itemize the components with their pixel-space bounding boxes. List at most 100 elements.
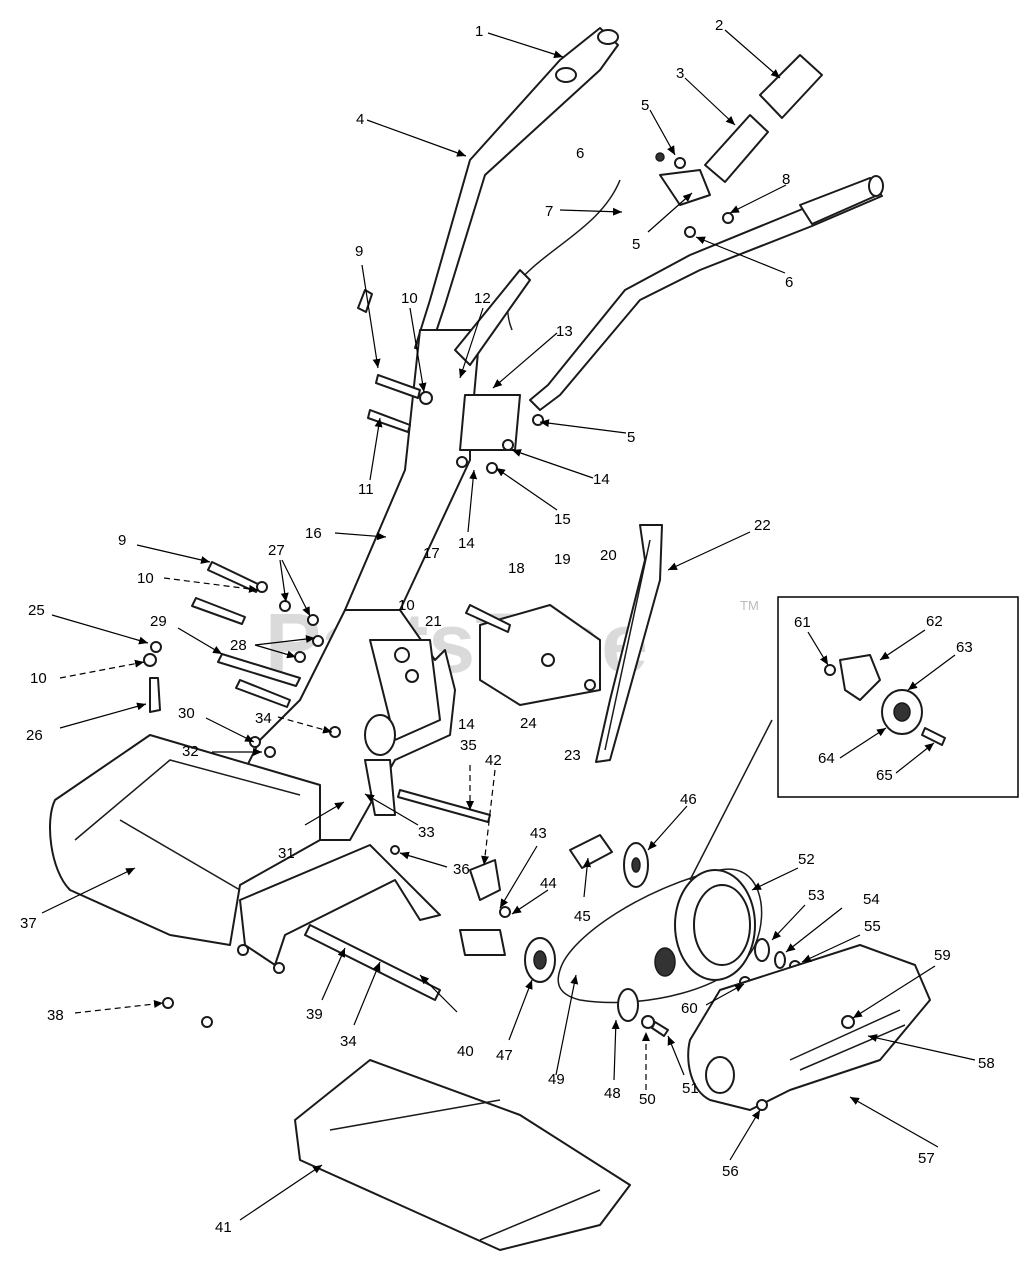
callout-59: 59 bbox=[934, 947, 951, 964]
upper-bolts bbox=[357, 289, 433, 433]
cable-line bbox=[689, 719, 773, 881]
top-hardware bbox=[532, 152, 734, 426]
callout-54: 54 bbox=[863, 891, 880, 908]
callout-17: 17 bbox=[423, 545, 440, 562]
callout-40: 40 bbox=[457, 1043, 474, 1060]
callout-18: 18 bbox=[508, 560, 525, 577]
hairpin-clip bbox=[162, 997, 213, 1028]
frame-bolts bbox=[143, 561, 341, 758]
shield-flap bbox=[294, 1059, 631, 1251]
large-pulley bbox=[654, 869, 756, 981]
callout-10b: 10 bbox=[137, 570, 154, 587]
left-tine-shield bbox=[49, 734, 321, 956]
callout-5b: 5 bbox=[632, 236, 640, 253]
callout-49: 49 bbox=[548, 1071, 565, 1088]
callout-3: 3 bbox=[676, 65, 684, 82]
small-pulleys bbox=[524, 842, 649, 983]
callout-10a: 10 bbox=[401, 290, 418, 307]
callout-64: 64 bbox=[818, 750, 835, 767]
callout-55: 55 bbox=[864, 918, 881, 935]
inset-box bbox=[777, 596, 1019, 798]
callout-25: 25 bbox=[28, 602, 45, 619]
callout-43: 43 bbox=[530, 825, 547, 842]
callout-31: 31 bbox=[278, 845, 295, 862]
callout-8: 8 bbox=[782, 171, 790, 188]
callout-45: 45 bbox=[574, 908, 591, 925]
callout-42: 42 bbox=[485, 752, 502, 769]
callout-7: 7 bbox=[545, 203, 553, 220]
callout-2: 2 bbox=[715, 17, 723, 34]
callout-63: 63 bbox=[956, 639, 973, 656]
callout-4: 4 bbox=[356, 111, 364, 128]
inset-idler-assembly bbox=[824, 654, 946, 746]
callout-60: 60 bbox=[681, 1000, 698, 1017]
callout-24: 24 bbox=[520, 715, 537, 732]
callout-41: 41 bbox=[215, 1219, 232, 1236]
right-handle-grips bbox=[704, 54, 823, 183]
callout-1: 1 bbox=[475, 23, 483, 40]
callout-38: 38 bbox=[47, 1007, 64, 1024]
callout-14c: 14 bbox=[458, 716, 475, 733]
callout-44: 44 bbox=[540, 875, 557, 892]
left-handle-tube bbox=[414, 27, 619, 351]
callout-36: 36 bbox=[453, 861, 470, 878]
lower-pulley-hardware bbox=[617, 988, 669, 1037]
callout-65: 65 bbox=[876, 767, 893, 784]
callout-5a: 5 bbox=[641, 97, 649, 114]
right-tine-shield bbox=[239, 844, 441, 1001]
drive-belt bbox=[557, 868, 763, 1004]
callout-6b: 6 bbox=[785, 274, 793, 291]
callout-62: 62 bbox=[926, 613, 943, 630]
callout-56: 56 bbox=[722, 1163, 739, 1180]
callout-39: 39 bbox=[306, 1006, 323, 1023]
callout-61: 61 bbox=[794, 614, 811, 631]
callout-28: 28 bbox=[230, 637, 247, 654]
callout-15: 15 bbox=[554, 511, 571, 528]
callout-57: 57 bbox=[918, 1150, 935, 1167]
callout-58: 58 bbox=[978, 1055, 995, 1072]
callout-9a: 9 bbox=[355, 243, 363, 260]
callout-22: 22 bbox=[754, 517, 771, 534]
callout-11: 11 bbox=[358, 481, 374, 498]
callout-23: 23 bbox=[564, 747, 581, 764]
callout-12: 12 bbox=[474, 290, 491, 307]
belt-cover bbox=[687, 944, 931, 1111]
callout-47: 47 bbox=[496, 1047, 513, 1064]
callout-14a: 14 bbox=[593, 471, 610, 488]
right-handle-tube bbox=[529, 175, 884, 411]
depth-bar-bracket bbox=[465, 604, 601, 706]
callout-21: 21 bbox=[425, 613, 442, 630]
callout-32: 32 bbox=[182, 743, 199, 760]
callout-26: 26 bbox=[26, 727, 43, 744]
callout-13: 13 bbox=[556, 323, 573, 340]
callout-46: 46 bbox=[680, 791, 697, 808]
callout-16: 16 bbox=[305, 525, 322, 542]
leader-lines bbox=[41, 29, 976, 1221]
callout-14b: 14 bbox=[458, 535, 475, 552]
clutch-linkage bbox=[390, 789, 613, 956]
callout-10c: 10 bbox=[398, 597, 415, 614]
watermark-trademark: TM bbox=[740, 598, 759, 613]
callout-19: 19 bbox=[554, 551, 571, 568]
callout-53: 53 bbox=[808, 887, 825, 904]
callout-34b: 34 bbox=[340, 1033, 357, 1050]
callout-52: 52 bbox=[798, 851, 815, 868]
callout-37: 37 bbox=[20, 915, 37, 932]
callout-34a: 34 bbox=[255, 710, 272, 727]
callout-6a: 6 bbox=[576, 145, 584, 162]
callout-29: 29 bbox=[150, 613, 167, 630]
callout-30: 30 bbox=[178, 705, 195, 722]
control-cable bbox=[507, 179, 621, 331]
callout-10d: 10 bbox=[30, 670, 47, 687]
callout-50: 50 bbox=[639, 1091, 656, 1108]
callout-51: 51 bbox=[682, 1080, 699, 1097]
callout-9b: 9 bbox=[118, 532, 126, 549]
callout-20: 20 bbox=[600, 547, 617, 564]
drag-bar bbox=[595, 524, 663, 763]
callout-numbers: 1 2 3 4 5 6 8 7 5 6 9 10 12 13 5 14 11 1… bbox=[20, 17, 995, 1236]
callout-27: 27 bbox=[268, 542, 285, 559]
callout-35: 35 bbox=[460, 737, 477, 754]
callout-48: 48 bbox=[604, 1085, 621, 1102]
callout-33: 33 bbox=[418, 824, 435, 841]
